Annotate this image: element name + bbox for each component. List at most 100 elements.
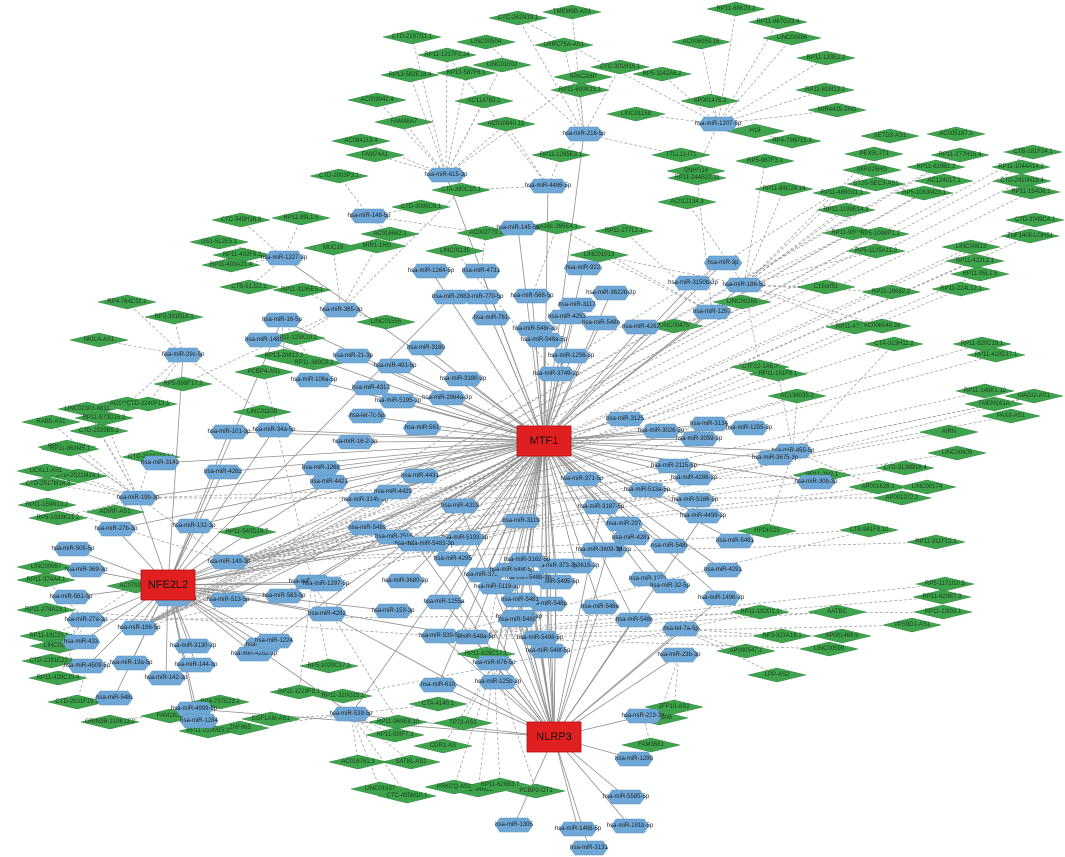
lncrna-node[interactable]: AC005187.3: [926, 126, 986, 142]
mirna-node[interactable]: hsa-miR-16-2-3p: [332, 434, 378, 450]
lncrna-node[interactable]: CTD-3138B18.4: [875, 460, 935, 476]
mirna-node[interactable]: hsa-miR-3117: [557, 297, 597, 313]
mirna-node[interactable]: hsa-miR-548l: [649, 538, 689, 554]
mirna-node[interactable]: hsa-miR-491-5p: [373, 358, 417, 374]
mirna-node[interactable]: hsa-miR-181b-5p: [607, 818, 654, 834]
lncrna-node[interactable]: CTC-301H16.1: [590, 59, 650, 75]
mirna-node[interactable]: hsa-miR-2682: [431, 289, 471, 305]
lncrna-node[interactable]: LINC00265: [712, 294, 772, 310]
lncrna-node[interactable]: AP001372.2: [872, 490, 932, 506]
lncrna-node[interactable]: AC124017.1: [914, 173, 974, 189]
lncrna-node[interactable]: AC009942.4: [347, 92, 407, 108]
lncrna-node[interactable]: AC016761.3: [328, 754, 388, 770]
gene-node-mtf1[interactable]: MTF1: [516, 425, 572, 457]
mirna-node[interactable]: hsa-miR-513a-5p: [624, 482, 671, 498]
mirna-node[interactable]: hsa-miR-4999-5p: [171, 701, 218, 717]
mirna-node[interactable]: hsa-miR-186-5p: [117, 620, 161, 636]
mirna-node[interactable]: hsa-miR-5481: [715, 533, 755, 549]
lncrna-node[interactable]: RP13-587F6.1: [436, 65, 496, 81]
lncrna-node[interactable]: LINC00599: [799, 641, 859, 657]
lncrna-node[interactable]: RP11-403A21.4: [201, 257, 261, 273]
mirna-node[interactable]: hsa-miR-145-5p: [496, 220, 540, 236]
mirna-node[interactable]: hsa-miR-548l: [94, 690, 134, 706]
lncrna-node[interactable]: SAT81-AS1: [381, 754, 441, 770]
lncrna-node[interactable]: CTD-2240F13.1: [118, 396, 178, 412]
mirna-node[interactable]: hsa-miR-4421: [309, 474, 349, 490]
mirna-node[interactable]: hsa-miR-142-3p: [144, 670, 188, 686]
mirna-node[interactable]: hsa-miR-548n: [581, 315, 621, 331]
mirna-node[interactable]: hsa-miR-297: [604, 516, 644, 532]
lncrna-node[interactable]: RP11-628B3.7: [470, 777, 530, 793]
mirna-node[interactable]: hsa-miR-3119: [501, 513, 541, 529]
lncrna-node[interactable]: AC012134.3: [657, 194, 717, 210]
lncrna-node[interactable]: LINC01013: [569, 247, 629, 263]
mirna-node[interactable]: hsa-miR-1255a: [423, 594, 465, 610]
lncrna-node[interactable]: LINC01135: [425, 243, 485, 259]
mirna-node[interactable]: hsa-miR-3134: [689, 416, 729, 432]
mirna-node[interactable]: hsa-miR-5186-5p: [672, 492, 719, 508]
lncrna-node[interactable]: LINC00504: [456, 34, 516, 50]
mirna-node[interactable]: hsa-miR-561: [402, 420, 442, 436]
lncrna-node[interactable]: CTD-2197I11.1: [382, 29, 442, 45]
mirna-node[interactable]: hsa-miR-4262: [621, 319, 661, 335]
lncrna-node[interactable]: AC016682.1: [360, 226, 420, 242]
lncrna-node[interactable]: EGFLAM-AS1: [241, 711, 301, 727]
lncrna-node[interactable]: MAGI2-AS1: [1004, 388, 1064, 404]
lncrna-node[interactable]: CTD-3049C4.1: [1005, 212, 1065, 228]
mirna-node[interactable]: hsa-miR-3059-3p: [676, 431, 723, 447]
lncrna-node[interactable]: AP001476.3: [680, 93, 740, 109]
mirna-node[interactable]: hsa-miR-3749-3p: [533, 366, 580, 382]
lncrna-node[interactable]: RP11-159N13.2: [17, 497, 77, 513]
lncrna-node[interactable]: RP11-311F12.1: [906, 534, 966, 550]
lncrna-node[interactable]: TP73-AS1: [433, 715, 493, 731]
lncrna-node[interactable]: RP11-489G11.1: [812, 185, 872, 201]
lncrna-node[interactable]: LPP-AS2: [747, 667, 807, 683]
lncrna-node[interactable]: RP11-420D17.1: [966, 347, 1026, 363]
lncrna-node[interactable]: CTB-51J22.1: [219, 279, 279, 295]
lncrna-node[interactable]: AP001468.9: [812, 628, 872, 644]
lncrna-node[interactable]: LRRC75A-AS1: [534, 37, 594, 53]
lncrna-node[interactable]: FAM74A1: [345, 147, 405, 163]
lncrna-node[interactable]: FAM48A7: [374, 114, 434, 130]
mirna-node[interactable]: hsa-miR-30b-3p: [794, 474, 838, 490]
mirna-node[interactable]: hsa-miR-1256-3p: [548, 348, 595, 364]
mirna-node[interactable]: hsa-miR-1268: [301, 460, 341, 476]
mirna-node[interactable]: hsa-miR-148-5p: [347, 208, 391, 224]
mirna-node[interactable]: hsa-miR-5195-3p: [375, 393, 422, 409]
lncrna-node[interactable]: CTC-242N19.1: [488, 10, 548, 26]
lncrna-node[interactable]: RP11-1044A14.2: [991, 159, 1051, 175]
lncrna-node[interactable]: LINC00475: [644, 318, 704, 334]
mirna-node[interactable]: hsa-miR-3187-5p: [578, 499, 625, 515]
lncrna-node[interactable]: C15orf51: [796, 279, 856, 295]
lncrna-node[interactable]: RP3-323A16.1: [752, 628, 812, 644]
lncrna-node[interactable]: NKILA-AS1: [69, 332, 129, 348]
lncrna-node[interactable]: RP11-277L2.1: [594, 223, 654, 239]
mirna-node[interactable]: hsa-miR-761: [471, 310, 511, 326]
lncrna-node[interactable]: RP5-1171I10.5: [915, 576, 975, 592]
gene-node-nfe2l2[interactable]: NFE2L2: [140, 569, 196, 601]
mirna-node[interactable]: hsa-miR-216-5p: [562, 126, 606, 142]
mirna-node[interactable]: hsa-miR-2964a-3p: [422, 390, 473, 406]
mirna-node[interactable]: hsa-miR-548a-5p: [521, 332, 568, 348]
mirna-node[interactable]: hsa-miR-1224: [254, 633, 294, 649]
mirna-node[interactable]: hsa-miR-4319: [440, 498, 480, 514]
lncrna-node[interactable]: RP11-1229F9.1: [269, 684, 329, 700]
lncrna-node[interactable]: CTD-2410N18.4: [992, 173, 1052, 189]
lncrna-node[interactable]: RP11-84C24.14: [754, 181, 814, 197]
lncrna-node[interactable]: RP4-764C11.1: [97, 294, 157, 310]
lncrna-node[interactable]: LINC01158: [606, 106, 666, 122]
mirna-node[interactable]: hsa-miR-3609-3p: [576, 542, 623, 558]
lncrna-node[interactable]: MIR4435-2HG: [807, 102, 867, 118]
lncrna-node[interactable]: CTD-2539B5.2: [69, 423, 129, 439]
mirna-node[interactable]: hsa-miR-610: [418, 677, 458, 693]
lncrna-node[interactable]: CTB-181F24.1: [1003, 144, 1063, 160]
mirna-node[interactable]: hsa-miR-3131: [569, 840, 609, 856]
mirna-node[interactable]: hsa-miR-4431: [400, 468, 440, 484]
lncrna-node[interactable]: RP11-320G15.1: [313, 688, 373, 704]
lncrna-node[interactable]: RP3-391B18.1: [144, 309, 204, 325]
mirna-node[interactable]: hsa-miR-1297: [692, 304, 732, 320]
lncrna-node[interactable]: RP11-1265E3.1: [531, 147, 591, 163]
lncrna-node[interactable]: UCKL1-AS1: [16, 463, 76, 479]
mirna-node[interactable]: hsa-miR-3125: [605, 411, 645, 427]
mirna-node[interactable]: hsa-miR-371-5p: [560, 471, 604, 487]
